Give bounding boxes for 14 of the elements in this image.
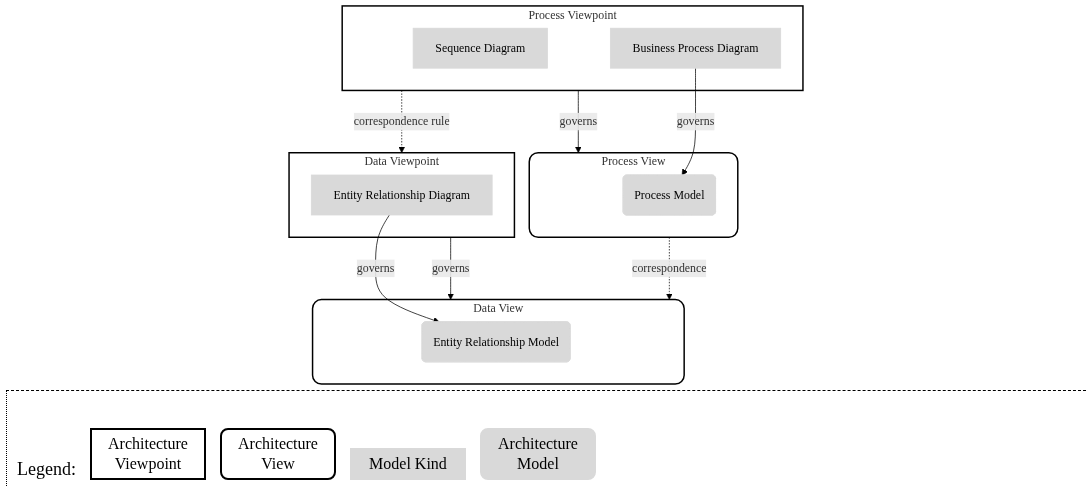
edge-label: governs: [356, 261, 395, 275]
edge-label: governs: [676, 114, 715, 128]
legend-item: Model Kind: [350, 448, 466, 480]
legend-item: Architecture Viewpoint: [90, 428, 206, 480]
edge-label: governs: [431, 261, 470, 275]
edge-label: correspondence rule: [353, 114, 450, 128]
edge-label: governs: [559, 114, 598, 128]
legend-item: Architecture View: [220, 428, 336, 480]
node-box: Entity Relationship Diagram: [310, 174, 493, 216]
edge-label: correspondence: [632, 261, 707, 275]
node-box: Business Process Diagram: [610, 27, 782, 69]
legend-item: Architecture Model: [480, 428, 596, 480]
text-label: Legend:: [17, 459, 76, 480]
node-box: Sequence Diagram: [412, 27, 548, 69]
